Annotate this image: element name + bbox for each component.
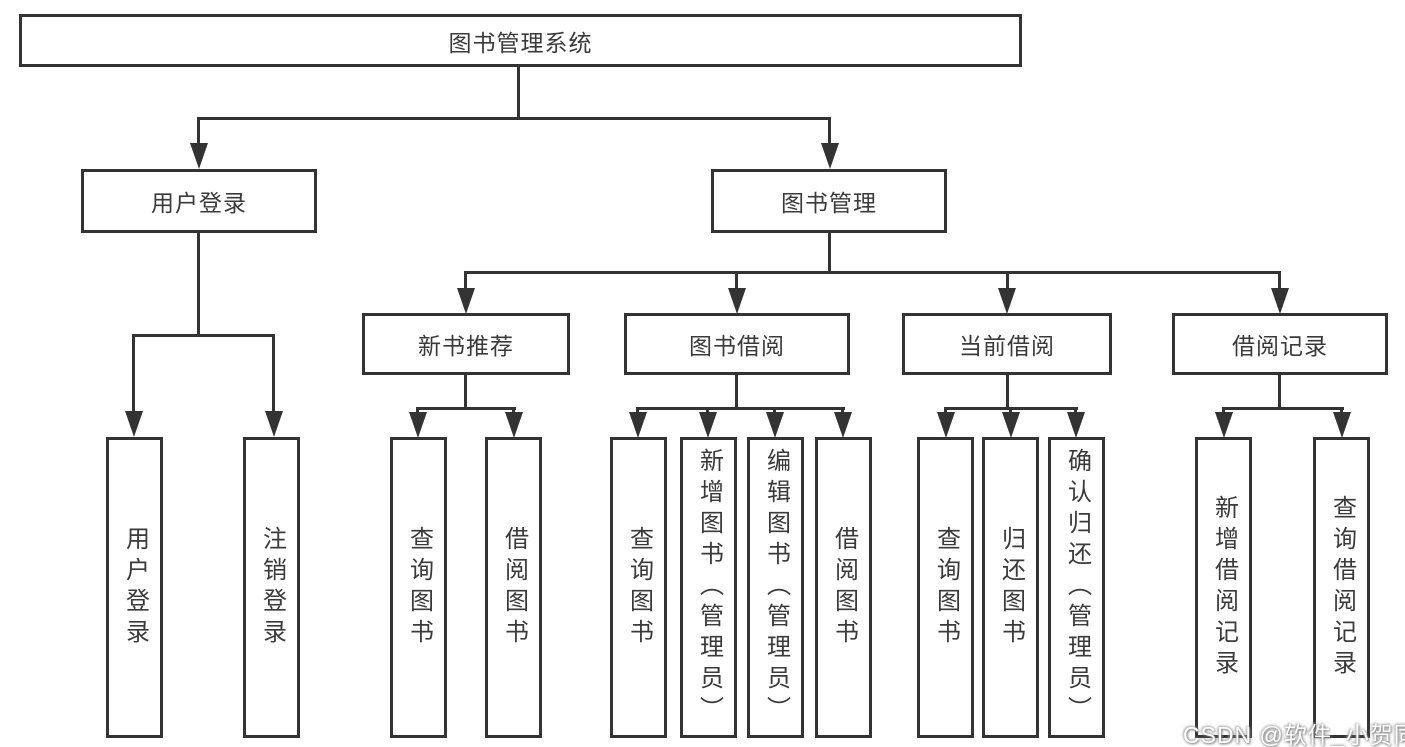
leaf-user-login-label: 用户登录	[121, 525, 149, 650]
arrowhead-new-books	[457, 288, 475, 314]
connector-borrow-records-rail	[1222, 407, 1344, 410]
leaf-query-books-1: 查询图书	[390, 437, 447, 738]
leaf-add-borrow-record-label: 新增借阅记录	[1210, 494, 1238, 681]
arrowhead-leaf	[1333, 412, 1351, 438]
leaf-edit-books-admin: 编辑图书（管理员）	[747, 437, 804, 738]
connector-current-borrow-shaft	[1006, 271, 1009, 291]
connector-borrow-records-shaft	[1278, 271, 1281, 291]
leaf-query-books-3: 查询图书	[917, 437, 974, 738]
connector-login-shaft	[132, 334, 135, 413]
node-book-mgmt-label: 图书管理	[781, 190, 877, 216]
arrowhead-leaf	[1067, 412, 1085, 438]
leaf-logout: 注销登录	[243, 437, 300, 738]
leaf-borrow-books-1: 借阅图书	[485, 437, 542, 738]
connector-borrow-records-stem	[1278, 375, 1281, 408]
arrowhead-leaf	[409, 412, 427, 438]
connector-user-login-stem	[197, 233, 200, 335]
leaf-query-borrow-record-label: 查询借阅记录	[1328, 494, 1356, 681]
node-new-books-label: 新书推荐	[418, 333, 514, 359]
connector-book-borrow-shaft	[735, 271, 738, 291]
arrowhead-leaf	[699, 412, 717, 438]
arrowhead-logout	[265, 411, 283, 437]
arrowhead-leaf	[629, 412, 647, 438]
arrowhead-book-borrow	[728, 288, 746, 314]
connector-new-books-stem	[464, 375, 467, 408]
leaf-query-borrow-record: 查询借阅记录	[1313, 437, 1370, 738]
connector-user-login-rail	[132, 334, 275, 337]
node-root: 图书管理系统	[19, 14, 1022, 67]
arrowhead-leaf	[834, 412, 852, 438]
arrowhead-leaf	[505, 412, 523, 438]
connector-book-borrow-rail	[636, 407, 845, 410]
leaf-query-books-1-label: 查询图书	[405, 525, 433, 650]
leaf-return-books: 归还图书	[982, 437, 1039, 738]
leaf-edit-books-admin-label: 编辑图书（管理员）	[762, 448, 790, 727]
node-borrow-records-label: 借阅记录	[1232, 333, 1328, 359]
leaf-confirm-return-admin: 确认归还（管理员）	[1048, 437, 1105, 738]
connector-book-mgmt-shaft	[828, 117, 831, 146]
connector-book-mgmt-stem	[828, 233, 831, 272]
arrowhead-leaf	[937, 412, 955, 438]
node-book-borrow-label: 图书借阅	[689, 333, 785, 359]
leaf-add-books-admin-label: 新增图书（管理员）	[695, 448, 723, 727]
connector-current-borrow-stem	[1006, 375, 1009, 408]
connector-level1-rail	[197, 117, 831, 120]
connector-logout-shaft	[272, 334, 275, 413]
node-user-login-label: 用户登录	[151, 190, 247, 216]
leaf-query-books-3-label: 查询图书	[932, 525, 960, 650]
arrowhead-borrow-records	[1271, 288, 1289, 314]
node-borrow-records: 借阅记录	[1172, 313, 1388, 375]
leaf-user-login: 用户登录	[106, 437, 163, 738]
connector-new-books-shaft	[464, 271, 467, 291]
node-current-borrow: 当前借阅	[902, 313, 1112, 375]
connector-book-borrow-stem	[735, 375, 738, 408]
leaf-add-books-admin: 新增图书（管理员）	[680, 437, 737, 738]
arrowhead-login	[125, 411, 143, 437]
leaf-borrow-books-2: 借阅图书	[815, 437, 872, 738]
connector-new-books-rail	[416, 407, 516, 410]
leaf-borrow-books-1-label: 借阅图书	[500, 525, 528, 650]
arrowhead-leaf	[1215, 412, 1233, 438]
node-user-login: 用户登录	[81, 169, 317, 233]
node-current-borrow-label: 当前借阅	[959, 333, 1055, 359]
leaf-return-books-label: 归还图书	[997, 525, 1025, 650]
arrowhead-current-borrow	[998, 288, 1016, 314]
node-root-label: 图书管理系统	[448, 29, 593, 56]
arrowhead-leaf	[766, 412, 784, 438]
leaf-add-borrow-record: 新增借阅记录	[1195, 437, 1252, 738]
arrowhead-leaf	[1002, 412, 1020, 438]
node-book-borrow: 图书借阅	[624, 313, 850, 375]
leaf-borrow-books-2-label: 借阅图书	[830, 525, 858, 650]
leaf-query-books-2: 查询图书	[610, 437, 667, 738]
connector-user-login-shaft	[197, 117, 200, 146]
leaf-query-books-2-label: 查询图书	[625, 525, 653, 650]
connector-level3-rail	[464, 271, 1281, 274]
connector-root-stem	[517, 67, 520, 118]
leaf-confirm-return-admin-label: 确认归还（管理员）	[1063, 448, 1091, 727]
leaf-logout-label: 注销登录	[258, 525, 286, 650]
watermark: CSDN @软件_小贺同学	[1183, 722, 1405, 747]
node-new-books: 新书推荐	[362, 313, 570, 375]
arrowhead-book-mgmt	[821, 143, 839, 169]
node-book-mgmt: 图书管理	[711, 169, 947, 233]
arrowhead-user-login	[190, 143, 208, 169]
